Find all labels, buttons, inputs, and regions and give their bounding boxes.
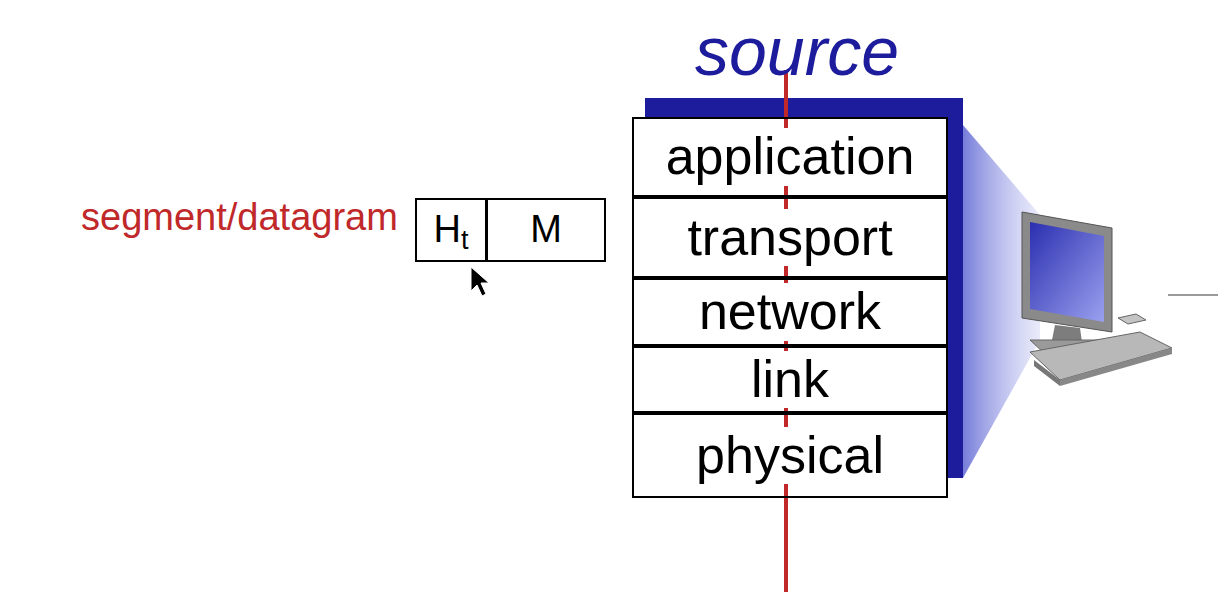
stack-ground (632, 117, 948, 498)
box-label: M (528, 209, 564, 251)
box-label: physical (694, 427, 886, 484)
layer-box: application (632, 117, 948, 197)
box-label: application (664, 128, 917, 185)
box-label: transport (685, 209, 894, 266)
layer-box: link (632, 346, 948, 413)
subscript: t (461, 226, 469, 256)
layer-box: physical (632, 413, 948, 498)
layer-box: network (632, 278, 948, 346)
message-box: M (486, 198, 606, 262)
network-link-line (1168, 294, 1218, 296)
layer-box: transport (632, 197, 948, 278)
packet-name: segment/datagram (81, 197, 398, 239)
title: source (695, 14, 899, 89)
box-label: link (749, 351, 831, 408)
computer-icon (1022, 212, 1172, 386)
box-label: H (434, 209, 461, 251)
header-box: Ht (415, 198, 487, 262)
mouse-cursor (471, 267, 489, 296)
box-label: network (697, 283, 883, 340)
